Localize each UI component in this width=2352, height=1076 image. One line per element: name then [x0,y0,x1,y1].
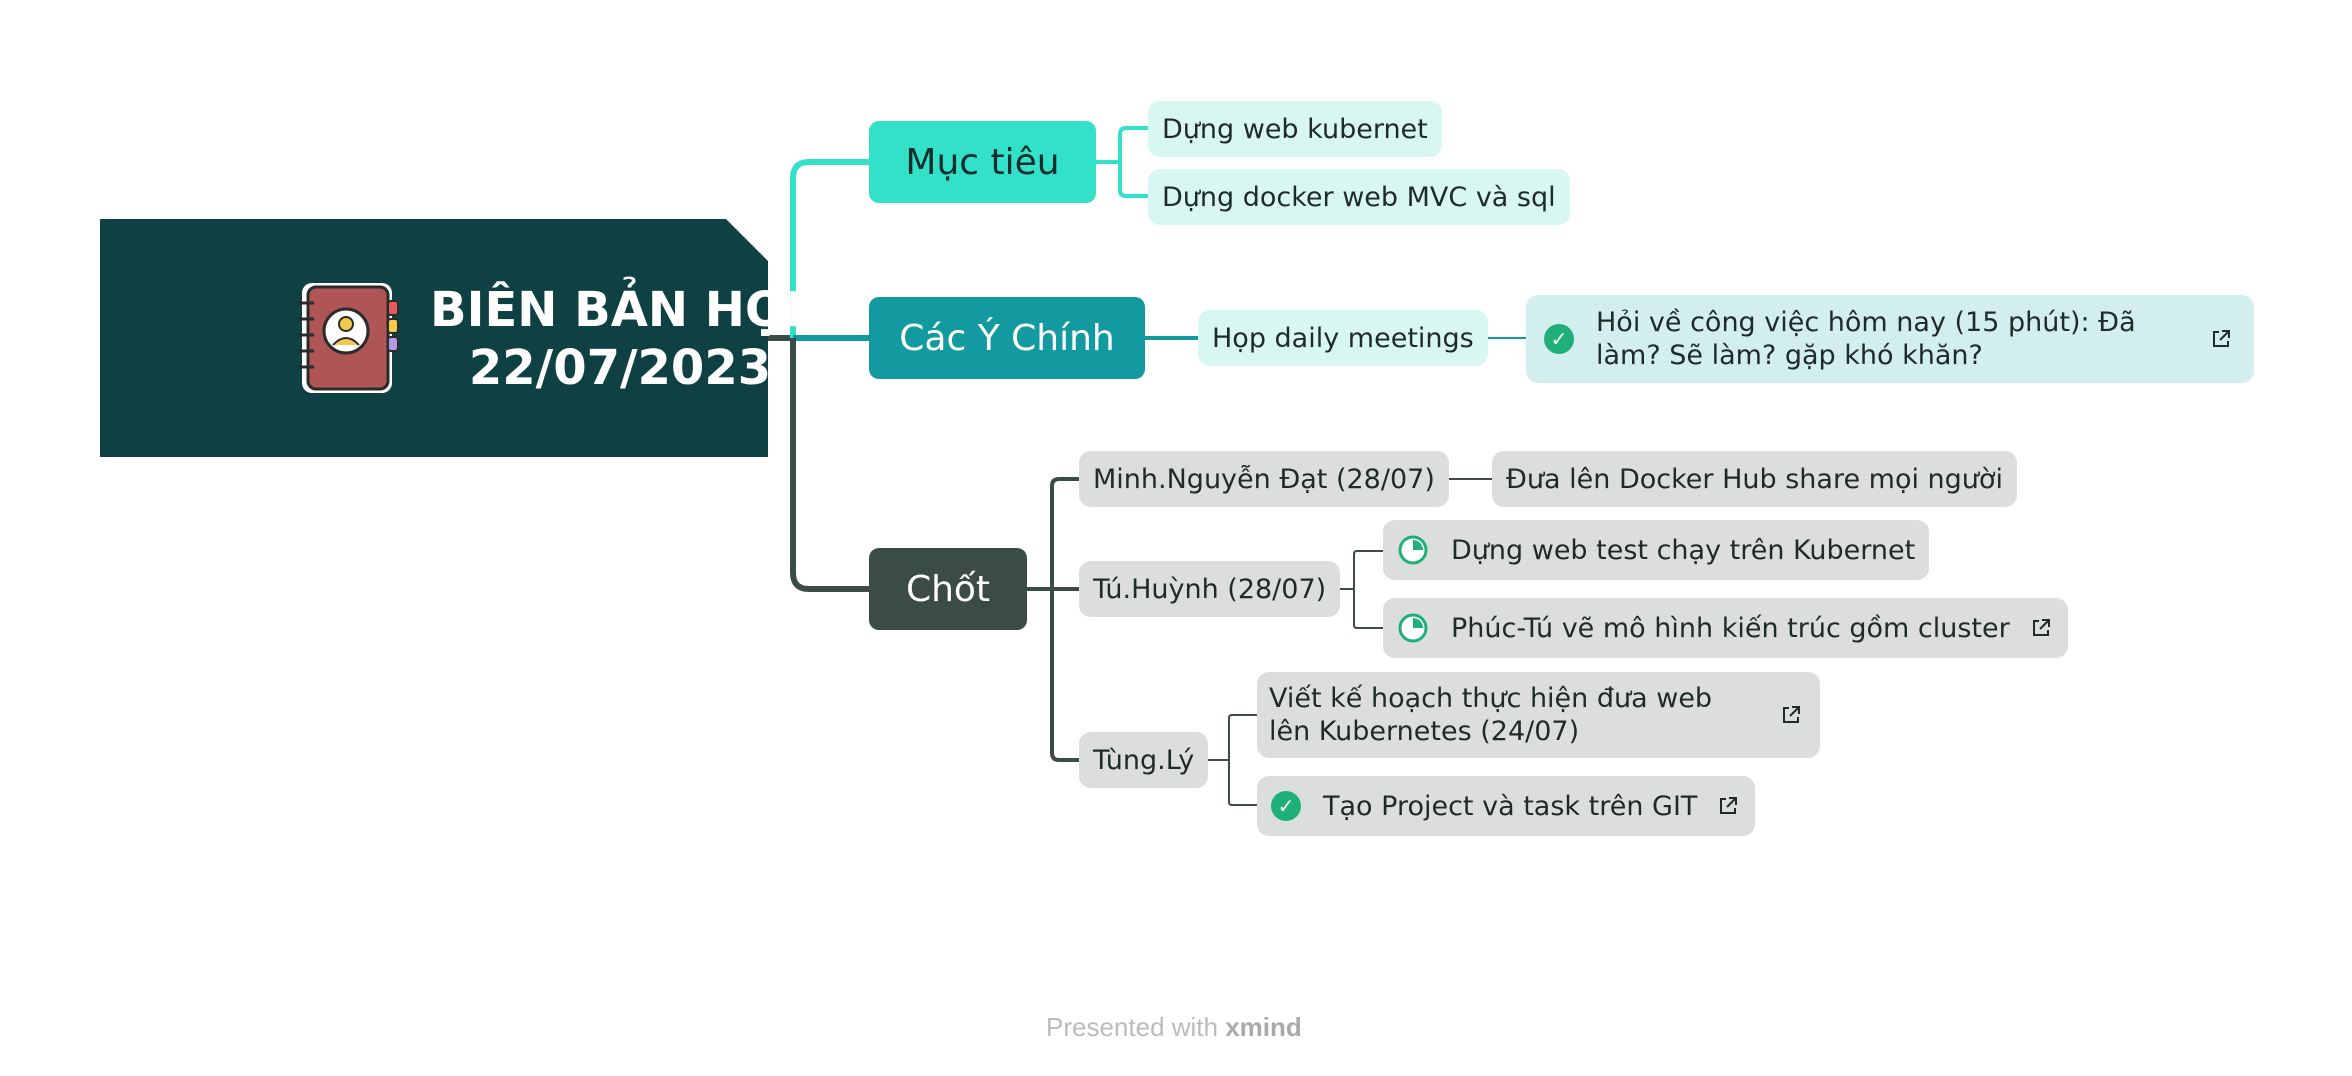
done-check-icon: ✓ [1271,791,1301,821]
external-link-icon[interactable] [2030,617,2052,639]
root-title: BIÊN BẢN HỌP 22/07/2023 [430,281,821,397]
external-link-icon[interactable] [1717,795,1739,817]
progress-quarter-icon [1398,613,1428,643]
root-topic[interactable]: BIÊN BẢN HỌP 22/07/2023 [100,219,821,457]
done-check-icon: ✓ [1544,324,1574,354]
task-dua-len-docker-hub[interactable]: Đưa lên Docker Hub share mọi người [1492,451,2017,507]
topic-chot[interactable]: Chốt [869,548,1027,630]
task-tao-project-git[interactable]: ✓ Tạo Project và task trên GIT [1257,776,1756,836]
person-tu-huynh[interactable]: Tú.Huỳnh (28/07) [1079,561,1341,617]
task-text: Viết kế hoạch thực hiện đưa web lên Kube… [1269,683,1713,747]
progress-quarter-icon [1398,535,1428,565]
root-title-line2: 22/07/2023 [468,340,772,396]
person-minh-nguyen-dat[interactable]: Minh.Nguyễn Đạt (28/07) [1079,451,1449,507]
task-viet-ke-hoach[interactable]: Viết kế hoạch thực hiện đưa web lên Kube… [1257,672,1820,758]
external-link-icon[interactable] [2210,328,2232,350]
footer-prefix: Presented with [1046,1012,1218,1042]
task-text: Tạo Project và task trên GIT [1323,790,1698,822]
topic-muc-tieu[interactable]: Mục tiêu [869,121,1096,203]
detail-hoi-ve-cong-viec[interactable]: ✓ Hỏi về công việc hôm nay (15 phút): Đã… [1526,295,2254,383]
corner-fold [726,219,768,261]
external-link-icon[interactable] [1780,704,1802,726]
root-title-line1: BIÊN BẢN HỌP [430,282,821,338]
detail-text: Hỏi về công việc hôm nay (15 phút): Đã l… [1596,307,2136,371]
subtopic-dung-web-kubernet[interactable]: Dựng web kubernet [1148,101,1442,157]
task-dung-web-test[interactable]: Dựng web test chạy trên Kubernet [1383,520,1930,580]
xmind-brand: xmind [1225,1012,1302,1042]
topic-cac-y-chinh[interactable]: Các Ý Chính [869,297,1145,379]
presented-with-footer: Presented with xmind [1046,1012,1302,1043]
task-text: Phúc-Tú vẽ mô hình kiến trúc gồm cluster [1451,612,2010,644]
address-book-icon [298,283,399,393]
subtopic-hop-daily-meetings[interactable]: Họp daily meetings [1198,310,1488,366]
task-text: Dựng web test chạy trên Kubernet [1451,534,1916,566]
subtopic-dung-docker-web[interactable]: Dựng docker web MVC và sql [1148,169,1570,225]
person-tung-ly[interactable]: Tùng.Lý [1079,732,1209,788]
task-phuc-tu-ve-mo-hinh[interactable]: Phúc-Tú vẽ mô hình kiến trúc gồm cluster [1383,598,2068,658]
